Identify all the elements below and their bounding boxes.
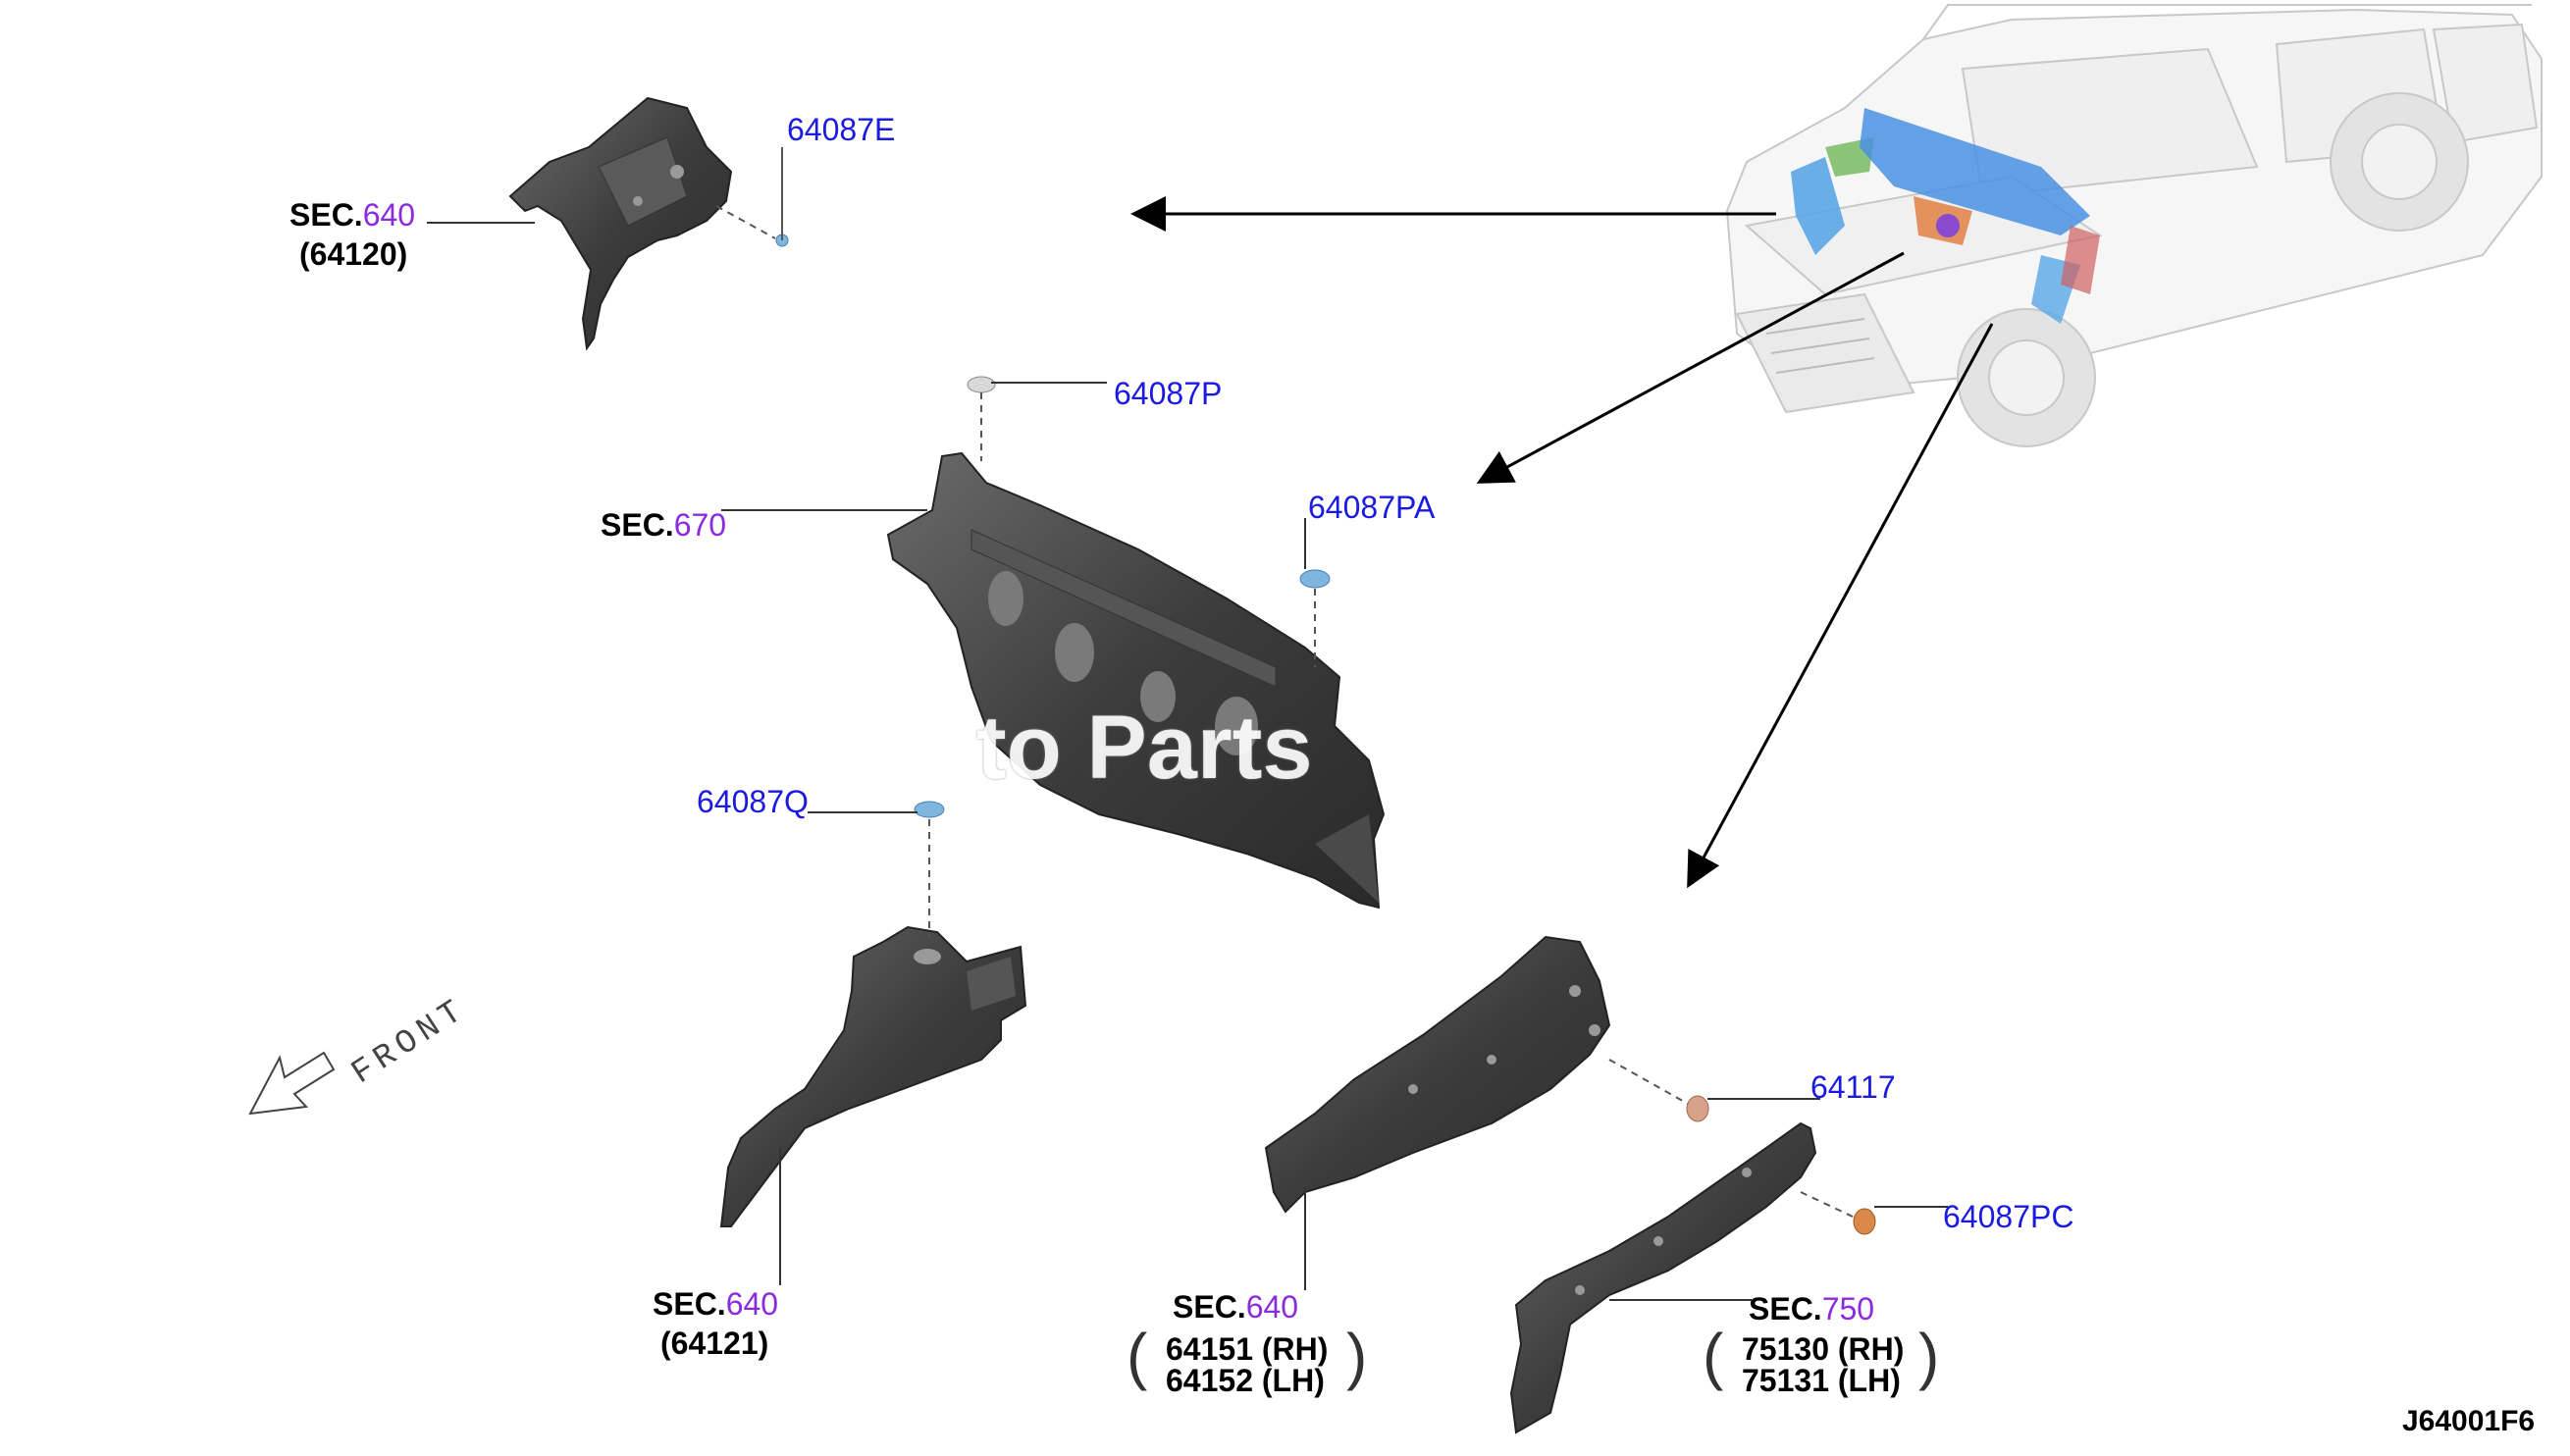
sec-number: 670 xyxy=(673,507,727,543)
part-number-64121: (64121) xyxy=(660,1326,769,1361)
clip-64117 xyxy=(1686,1095,1709,1122)
sec-prefix: SEC. xyxy=(1749,1291,1822,1326)
sec-number: 750 xyxy=(1821,1291,1875,1326)
part-number-75131: 75131 (LH) xyxy=(1742,1363,1901,1398)
watermark: to Parts xyxy=(976,698,1313,798)
callout-64087Q: 64087Q xyxy=(697,784,809,819)
direction-arrows xyxy=(1130,196,1994,889)
sec-label-mid-left: SEC.640 xyxy=(653,1287,778,1321)
sec-label-dash: SEC.670 xyxy=(601,508,726,542)
part-64121 xyxy=(719,925,1027,1227)
part-64120 xyxy=(508,96,733,351)
sec-prefix: SEC. xyxy=(289,197,363,233)
clip-64087PC xyxy=(1853,1208,1876,1235)
callout-64087PA: 64087PA xyxy=(1308,490,1436,525)
vehicle-illustration xyxy=(1725,4,2543,447)
part-number-64152: 64152 (LH) xyxy=(1166,1363,1325,1398)
sec-prefix: SEC. xyxy=(601,507,674,543)
part-number-64120: (64120) xyxy=(299,236,408,272)
part-dash-panel xyxy=(886,451,1386,910)
sec-prefix: SEC. xyxy=(653,1286,726,1322)
bracket-left: ( xyxy=(1127,1321,1148,1391)
bracket-right: ) xyxy=(1918,1321,1940,1391)
clip-64087PA xyxy=(1299,569,1331,589)
sec-number: 640 xyxy=(725,1286,779,1322)
sec-label-mid-right: SEC.640 xyxy=(1173,1290,1298,1324)
sec-prefix: SEC. xyxy=(1173,1289,1246,1325)
part-number-64151: 64151 (RH) xyxy=(1166,1331,1329,1367)
bracket-right: ) xyxy=(1346,1321,1368,1391)
part-64151-64152 xyxy=(1264,935,1611,1214)
callout-64087E: 64087E xyxy=(787,112,896,147)
sec-label-top-left: SEC.640 xyxy=(289,198,415,232)
part-75130-75131 xyxy=(1509,1121,1817,1434)
highlighted-parts-on-vehicle xyxy=(1791,108,2100,324)
sec-number: 640 xyxy=(1245,1289,1299,1325)
sec-label-bottom-right: SEC.750 xyxy=(1749,1292,1874,1326)
callout-64117: 64117 xyxy=(1810,1069,1896,1105)
diagram-code: J64001F6 xyxy=(2402,1405,2536,1437)
callout-64087PC: 64087PC xyxy=(1943,1199,2074,1234)
front-direction-arrow xyxy=(248,1051,336,1116)
sec-number: 640 xyxy=(362,197,416,233)
clip-64087P xyxy=(967,376,996,393)
clip-64087Q xyxy=(914,801,945,818)
part-number-75130: 75130 (RH) xyxy=(1742,1331,1905,1367)
bracket-left: ( xyxy=(1703,1321,1724,1391)
callout-64087P: 64087P xyxy=(1114,376,1223,411)
